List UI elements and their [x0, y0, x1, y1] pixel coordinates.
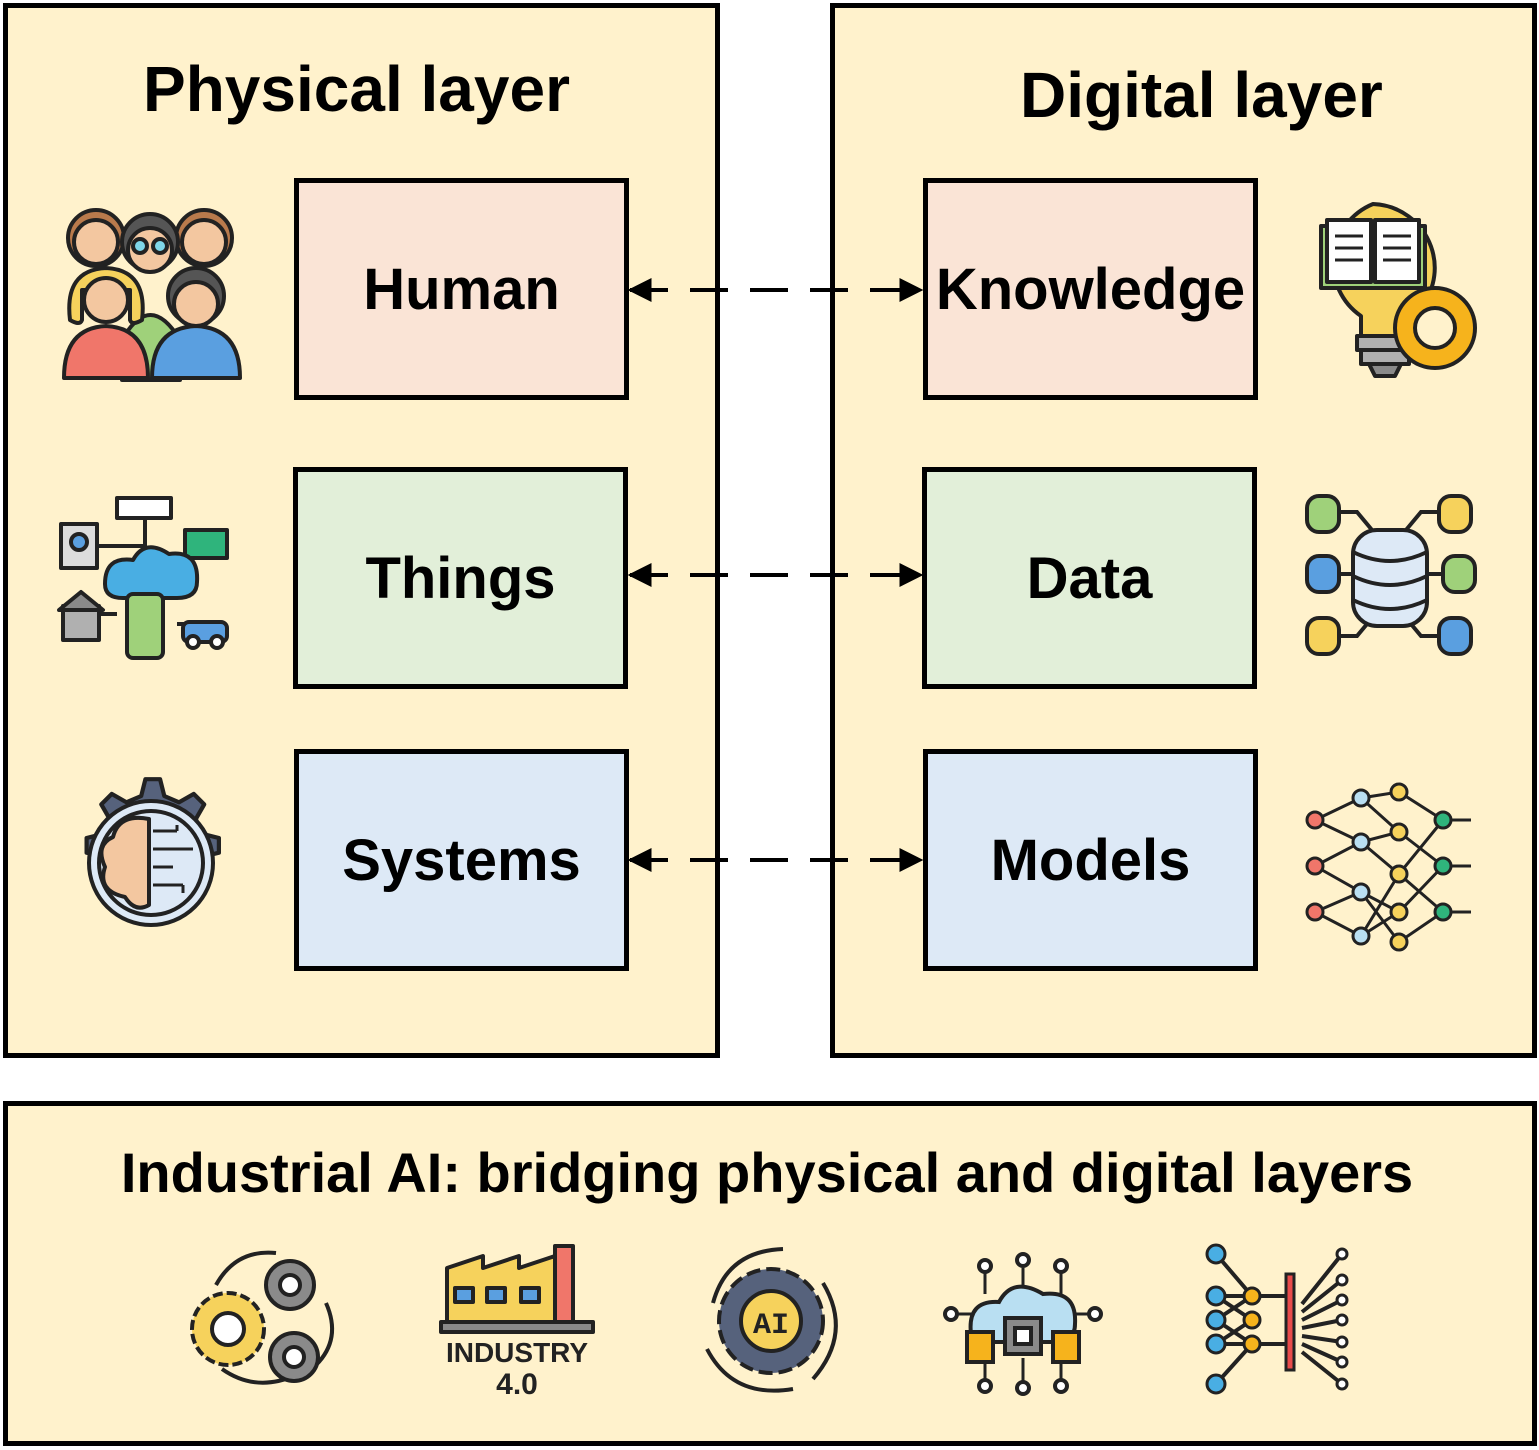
- lightbulb-book-gear-icon: [1319, 202, 1477, 378]
- human-box: Human: [294, 178, 629, 400]
- brain-gear-icon: [84, 777, 221, 927]
- things-box: Things: [293, 467, 628, 689]
- industrial-ai-title: Industrial AI: bridging physical and dig…: [120, 1141, 1414, 1204]
- data-box: Data: [922, 467, 1257, 689]
- iot-devices-icon: [57, 496, 229, 660]
- models-box: Models: [923, 749, 1258, 971]
- ai-label: AI: [753, 1309, 789, 1343]
- industry-4-factory-icon: INDUSTRY 4.0: [439, 1244, 595, 1401]
- physical-layer-title: Physical layer: [143, 53, 570, 125]
- knowledge-box: Knowledge: [923, 178, 1258, 400]
- factory-label-line1: INDUSTRY: [446, 1337, 588, 1368]
- systems-box: Systems: [294, 749, 629, 971]
- people-group-icon: [62, 208, 242, 382]
- factory-label-line2: 4.0: [496, 1368, 538, 1401]
- ai-gear-cycle-icon: AI: [705, 1247, 838, 1393]
- gears-cycle-icon: [190, 1250, 334, 1385]
- cloud-chip-icon: [943, 1252, 1103, 1396]
- digital-layer-title: Digital layer: [1020, 59, 1383, 131]
- neural-network-icon: [1305, 782, 1471, 952]
- database-network-icon: [1305, 494, 1477, 656]
- circuit-network-icon: [1205, 1243, 1349, 1395]
